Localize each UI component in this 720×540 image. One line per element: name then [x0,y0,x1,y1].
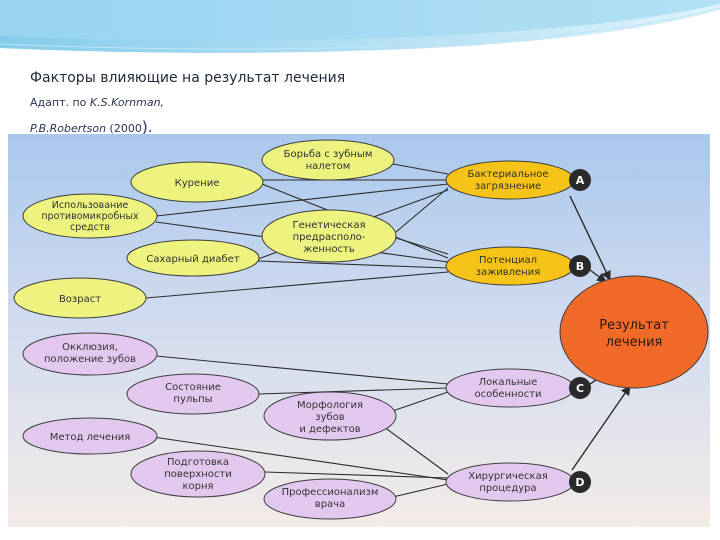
factor-antimicrobials: Использование противомикробных средств [22,193,158,239]
group-d-surgical: Хирургическая процедура D [445,462,591,502]
factor-morphology-line-2: зубов [315,412,345,423]
factor-genetic-line-1: Генетическая [292,220,365,231]
factor-root-prep-line-2: поверхности [164,469,231,480]
source-close: ). [141,118,153,136]
group-b-letter: B [576,260,584,273]
result-line-1: Результат [599,318,669,333]
group-a-line-1: Бактериальное [467,169,548,180]
group-c-letter: C [576,382,584,395]
group-d-line-1: Хирургическая [468,471,547,482]
factor-method: Метод лечения [22,417,158,455]
group-d-line-2: процедура [479,483,536,494]
source-line-2: P.B.Robertson (2000). [30,118,152,136]
group-d-letter: D [575,476,584,489]
factor-smoking: Курение [130,161,264,203]
source-year: (2000 [106,122,142,135]
group-c-line-1: Локальные [479,377,538,388]
factors-diagram: Борьба с зубным налетом Курение Использо… [8,134,710,527]
group-a-line-2: загрязнение [475,181,541,192]
factor-plaque-control: Борьба с зубным налетом [261,139,395,181]
factor-root-prep-line-1: Подготовка [167,457,229,468]
slide-title: Факторы влияющие на результат лечения [30,70,346,86]
factor-occlusion: Окклюзия, положение зубов [22,332,158,376]
group-b-line-1: Потенциал [479,255,537,266]
source-authors-2: P.B.Robertson [30,122,107,135]
source-line-1: Адапт. по K.S.Kornman, [30,96,164,109]
factor-antimicrobials-line-2: противомикробных [41,211,139,222]
result-node: Результат лечения [559,275,709,389]
factor-occlusion-line-2: положение зубов [44,354,136,365]
factor-professionalism: Профессионализм врача [263,478,397,520]
factor-method-label: Метод лечения [50,432,130,443]
factor-root-prep-line-3: корня [182,481,213,492]
factor-occlusion-line-1: Окклюзия, [62,342,118,353]
factor-antimicrobials-line-1: Использование [52,200,129,211]
factor-plaque-control-line-1: Борьба с зубным [284,149,373,160]
factor-antimicrobials-line-3: средств [70,222,110,233]
factor-professionalism-line-1: Профессионализм [282,487,379,498]
factor-pulp: Состояние пульпы [126,373,260,415]
factor-morphology-line-1: Морфология [297,400,363,411]
factor-morphology-line-3: и дефектов [299,424,360,435]
factor-diabetes: Сахарный диабет [126,239,260,277]
group-b-line-2: заживления [476,267,540,278]
group-b-healing: Потенциал заживления B [445,246,591,286]
factor-genetic: Генетическая предрасполо- женность [261,209,397,263]
group-a-bacterial: Бактериальное загрязнение A [445,160,591,200]
factor-smoking-label: Курение [175,178,220,189]
factor-pulp-line-1: Состояние [165,382,221,393]
factor-morphology: Морфология зубов и дефектов [263,391,397,441]
source-prefix: Адапт. по [30,96,90,109]
group-c-local: Локальные особенности C [445,368,591,408]
factor-root-prep: Подготовка поверхности корня [130,450,266,498]
group-a-letter: A [576,174,585,187]
factor-genetic-line-2: предрасполо- [293,232,366,243]
result-line-2: лечения [606,335,663,350]
factor-plaque-control-line-2: налетом [306,161,351,172]
factor-age: Возраст [13,277,147,319]
source-authors-1: K.S.Kornman, [89,96,165,109]
group-c-line-2: особенности [474,389,541,400]
factor-age-label: Возраст [59,294,101,305]
factor-pulp-line-2: пульпы [173,394,212,405]
factor-professionalism-line-2: врача [315,499,345,510]
header-decoration [0,0,720,56]
factor-genetic-line-3: женность [303,244,355,255]
factor-diabetes-label: Сахарный диабет [146,254,239,265]
